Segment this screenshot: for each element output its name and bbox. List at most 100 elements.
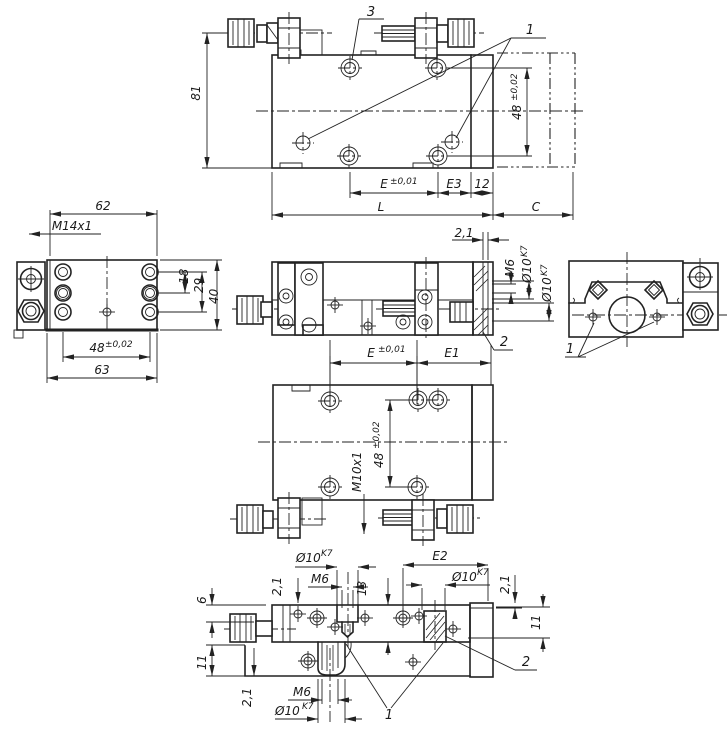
mount-hole xyxy=(141,263,159,281)
dim-e2: E2 xyxy=(432,549,447,563)
fit-d10-top-right: Ø10 xyxy=(451,570,477,584)
callout-2-label: 2 xyxy=(500,335,508,350)
callout-1-section xyxy=(565,321,655,358)
thread-m10x1: M10x1 xyxy=(350,452,364,492)
dim-62: 62 xyxy=(95,199,110,213)
gib-screw-hole xyxy=(584,308,602,326)
screw-hole xyxy=(297,650,319,672)
small-hole xyxy=(404,653,422,671)
adjusting-knob xyxy=(229,613,257,643)
callout-3 xyxy=(351,18,384,61)
counterbore-hole xyxy=(336,143,362,169)
dim-c: C xyxy=(532,200,541,214)
small-hole xyxy=(289,605,307,623)
center-hole xyxy=(98,303,116,321)
counterbore-hole xyxy=(424,55,450,81)
dim-13: 13 xyxy=(355,581,369,596)
mount-hole xyxy=(54,303,72,321)
callout-2-front xyxy=(482,331,513,351)
plan-body xyxy=(272,384,494,501)
hex-nut xyxy=(17,299,45,323)
dim-63: 63 xyxy=(94,363,109,377)
fit-d10-top-right-sup: K7 xyxy=(477,568,489,578)
view-front: 2,1 M6 Ø10 K7 Ø10 K7 2 E ±0,01 E1 xyxy=(232,226,554,388)
dimensions-top-view xyxy=(202,32,574,220)
dim-e1: E1 xyxy=(444,346,459,360)
bottom-boss-section xyxy=(317,641,352,676)
small-hole xyxy=(444,620,462,638)
front-bracket-right xyxy=(395,257,474,341)
fit-d10-bottom-sup: K7 xyxy=(302,702,314,712)
dim-48-tol: ±0,02 xyxy=(105,340,133,350)
adjusting-screw-left xyxy=(227,11,323,65)
thread-m6-bottom: M6 xyxy=(293,685,311,699)
dim-e: E xyxy=(367,346,375,360)
dim-2-1-left: 2,1 xyxy=(270,577,284,596)
dim-48: 48 xyxy=(372,452,386,468)
dim-48: 48 xyxy=(89,341,105,355)
dimensions-bottom-view xyxy=(206,562,550,723)
dim-e3: E3 xyxy=(446,177,461,191)
dowel-hole xyxy=(291,131,315,155)
fit-d10-lower: Ø10 xyxy=(540,277,554,303)
threaded-spindle xyxy=(382,300,417,317)
thread-m6-top: M6 xyxy=(311,572,329,586)
dimensions-left-view xyxy=(29,210,222,383)
dim-6: 6 xyxy=(195,596,209,604)
dim-29: 29 xyxy=(192,278,206,293)
dim-40: 40 xyxy=(207,288,221,304)
dim-2-1-bottom: 2,1 xyxy=(240,688,254,707)
callout-2-label: 2 xyxy=(522,655,530,670)
fit-d10-top-left: Ø10 xyxy=(295,551,321,565)
callout-1-label: 1 xyxy=(566,342,574,357)
travel-phantom-outline xyxy=(497,52,576,168)
section-body xyxy=(568,260,684,338)
front-bracket-left xyxy=(277,262,324,336)
bore-slot-section xyxy=(336,604,359,639)
dim-l: L xyxy=(378,200,385,214)
fit-d10-top-left-sup: K7 xyxy=(321,549,333,559)
callout-1-label: 1 xyxy=(385,708,393,723)
dim-e: E xyxy=(380,177,388,191)
gib-screw-hole xyxy=(648,308,666,326)
dim-12: 12 xyxy=(474,177,489,191)
adjusting-knob xyxy=(236,295,264,325)
screw-hole xyxy=(306,607,328,629)
fit-d10-upper-sup: K7 xyxy=(520,245,530,257)
mount-hole xyxy=(141,284,159,302)
mount-hole xyxy=(141,303,159,321)
callout-2-bottom xyxy=(444,635,537,671)
counterbore-hole xyxy=(317,474,343,500)
dim-2-1-right: 2,1 xyxy=(498,575,512,594)
counterbore-hole xyxy=(425,143,451,169)
view-bottom: Ø10 K7 M6 2,1 13 E2 Ø10 K7 2,1 6 11 2,1 … xyxy=(195,549,550,723)
dim-18: 18 xyxy=(177,268,191,284)
callout-1-bottom xyxy=(345,642,444,709)
view-top-plan: 81 3 1 48 ±0,02 E ±0,01 E3 12 L C xyxy=(189,5,586,220)
fit-d10-bottom: Ø10 xyxy=(274,704,300,718)
thread-m14x1: M14x1 xyxy=(52,219,92,233)
left-body xyxy=(13,259,159,339)
counterbore-hole xyxy=(317,388,343,414)
adjusting-screw-right xyxy=(381,11,475,65)
mount-hole xyxy=(54,263,72,281)
dimensions-plan-view xyxy=(361,399,410,534)
callout-1-label: 1 xyxy=(526,23,534,38)
clamp-knob xyxy=(17,265,45,293)
adjusting-screw-left xyxy=(236,491,323,545)
mount-hole xyxy=(54,284,72,302)
thread-m6: M6 xyxy=(503,259,517,277)
dim-11-right: 11 xyxy=(529,615,543,630)
section-clamp-unit xyxy=(682,262,719,331)
dim-48: 48 xyxy=(510,104,524,120)
dowel-pin-section xyxy=(423,610,447,643)
center-target xyxy=(326,296,344,314)
callout-1-top xyxy=(307,37,546,140)
view-section: 1 xyxy=(565,252,727,358)
dim-e-tol: ±0,01 xyxy=(390,177,418,187)
view-left-side: 62 M14x1 18 29 40 48 ±0,02 63 xyxy=(13,199,222,383)
fit-d10-upper: Ø10 xyxy=(520,258,534,284)
dim-2-1: 2,1 xyxy=(454,226,473,240)
